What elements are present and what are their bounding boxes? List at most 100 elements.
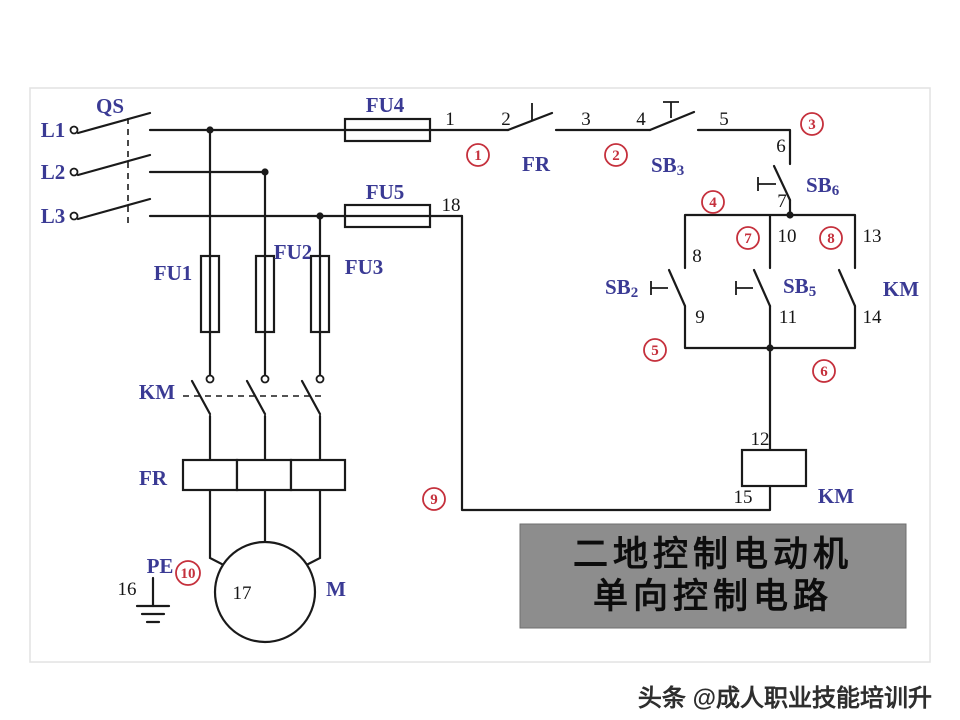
fu4-fuse: FU4	[343, 93, 432, 143]
terminal-7: 7	[777, 191, 787, 212]
sb6-label-sub: 6	[832, 183, 840, 199]
sb2-actuator	[650, 281, 668, 295]
marker-number: 5	[651, 343, 659, 359]
ground-bars	[135, 604, 171, 624]
terminal-13: 13	[863, 226, 882, 247]
km-aux-contact: KM	[837, 268, 919, 308]
pe-ground: PE 16	[118, 554, 173, 624]
km-coil-label: KM	[818, 484, 854, 508]
sb2-label: SB2	[605, 275, 638, 301]
fr-contact-blade	[506, 111, 554, 132]
fu5-fuse-symbol	[343, 203, 432, 229]
sb3-label-sub: 3	[677, 163, 685, 179]
fu1-label: FU1	[154, 261, 193, 285]
junction-dots	[206, 126, 794, 352]
marker-number: 9	[430, 492, 438, 508]
sb5-blade	[752, 268, 772, 308]
fu5-fuse: FU5	[343, 180, 432, 229]
circled-marker-9: 9	[422, 487, 446, 511]
qs-switch-blades	[76, 111, 152, 221]
sb5-label-sub: 5	[809, 284, 817, 300]
km-coil: KM	[740, 448, 854, 508]
motor-circle	[213, 540, 317, 644]
sb5-label-base: SB	[783, 274, 809, 298]
km-main-contacts: KM	[139, 374, 325, 416]
watermark-text: 头条 @成人职业技能培训升	[638, 684, 932, 712]
terminal-18: 18	[442, 195, 461, 216]
marker-number: 3	[808, 117, 816, 133]
terminal-16: 16	[118, 579, 137, 600]
wiring-control-circuit	[460, 128, 857, 512]
sb2-label-base: SB	[605, 275, 631, 299]
marker-number: 10	[181, 566, 196, 582]
km-main-terminal	[205, 374, 215, 384]
marker-circle	[643, 338, 667, 362]
km-aux-label: KM	[883, 277, 919, 301]
sb5-actuator	[735, 281, 753, 295]
sb6-blade	[772, 164, 792, 202]
marker-number: 4	[709, 195, 717, 211]
fu3-fuse: FU3	[309, 254, 383, 334]
sb3-stop-button: SB3	[648, 101, 696, 179]
marker-circle	[819, 226, 843, 250]
circled-marker-5: 5	[643, 338, 667, 362]
terminal-11: 11	[779, 307, 797, 328]
marker-circle	[175, 560, 201, 586]
fu3-fuse-symbol	[309, 254, 331, 334]
sb2-start-button: SB2	[605, 268, 687, 308]
title-box-background	[519, 523, 907, 629]
l3-label: L3	[41, 204, 66, 228]
junction-dot	[786, 211, 794, 219]
sb6-stop-button: SB6	[757, 164, 840, 202]
sb3-label: SB3	[651, 153, 684, 179]
terminal-8: 8	[692, 246, 702, 267]
fu2-fuse: FU2	[254, 240, 313, 334]
marker-circle	[466, 143, 490, 167]
sb5-start-button: SB5	[735, 268, 816, 308]
title-line-2: 单向控制电路	[593, 577, 833, 616]
fu5-label: FU5	[366, 180, 405, 204]
junction-dot	[316, 212, 324, 220]
circled-marker-10: 10	[175, 560, 201, 586]
fr-thermal-relay-heaters: FR	[139, 458, 347, 492]
qs-terminal-l1	[69, 125, 79, 135]
marker-number: 8	[827, 231, 835, 247]
km-main-label: KM	[139, 380, 175, 404]
junction-dot	[206, 126, 214, 134]
circled-marker-1: 1	[466, 143, 490, 167]
sb5-label: SB5	[783, 274, 816, 300]
terminal-2: 2	[501, 109, 511, 130]
terminal-14: 14	[863, 307, 883, 328]
fu1-fuse: FU1	[154, 254, 221, 334]
sb6-label-base: SB	[806, 173, 832, 197]
circled-marker-3: 3	[800, 112, 824, 136]
fr-heater-box	[235, 458, 293, 492]
fr-heater-box	[181, 458, 239, 492]
circled-marker-8: 8	[819, 226, 843, 250]
sb6-label: SB6	[806, 173, 840, 199]
marker-number: 1	[474, 148, 482, 164]
fu4-fuse-symbol	[343, 117, 432, 143]
junction-dot	[766, 344, 774, 352]
fu2-fuse-symbol	[254, 254, 276, 334]
marker-circle	[422, 487, 446, 511]
sb3-blade	[648, 110, 696, 132]
qs-label: QS	[96, 94, 124, 118]
qs-disconnect-switch: QS L1 L2 L3	[41, 94, 152, 228]
km-main-terminal	[315, 374, 325, 384]
fr-contact-label: FR	[522, 152, 551, 176]
terminal-15: 15	[734, 487, 753, 508]
km-main-terminal	[260, 374, 270, 384]
sb6-actuator	[757, 177, 776, 191]
sb3-label-base: SB	[651, 153, 677, 177]
marker-circle	[812, 359, 836, 383]
terminal-numbers: 1 2 3 4 5 6 7 8 9 10 11 12 13 14 15 18	[442, 109, 883, 508]
fr-heater-label: FR	[139, 466, 168, 490]
fr-heater-box	[289, 458, 347, 492]
terminal-12: 12	[751, 429, 770, 450]
terminal-3: 3	[581, 109, 591, 130]
marker-number: 7	[744, 231, 752, 247]
title-box: 二地控制电动机 单向控制电路	[519, 523, 907, 629]
fu2-label: FU2	[274, 240, 313, 264]
